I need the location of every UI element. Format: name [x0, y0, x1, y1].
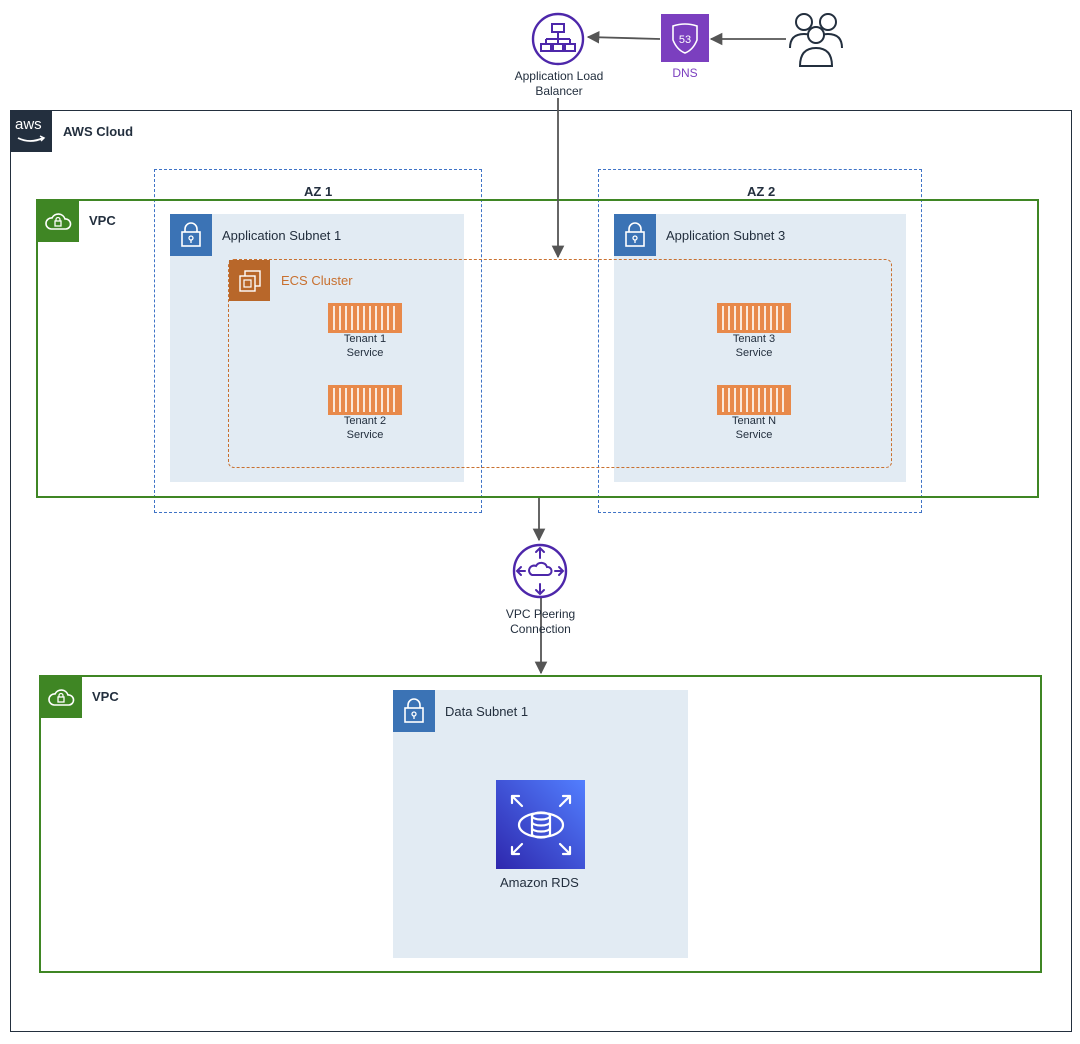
vpc-cloud-lock-icon [48, 689, 75, 706]
app-subnet-3 [614, 214, 906, 482]
database-icon [510, 794, 571, 855]
vpc-app-label: VPC [89, 213, 116, 228]
lock-icon [181, 222, 201, 247]
vpc-peering-label: VPC Peering Connection [505, 607, 576, 636]
lock-icon [625, 222, 645, 247]
tenant-1-line1: Tenant 1 [343, 333, 387, 345]
svg-text:53: 53 [679, 34, 691, 46]
route53-box: 53 [661, 14, 709, 62]
vpc-peering-icon [512, 543, 568, 599]
subnet1-badge [170, 214, 212, 256]
alb-icon [531, 12, 585, 66]
app-subnet-1-label: Application Subnet 1 [222, 228, 342, 243]
aws-cloud-label: AWS Cloud [63, 124, 134, 139]
az1-label: AZ 1 [304, 184, 333, 199]
tenant-2-line1: Tenant 2 [343, 415, 387, 427]
data-subnet-1-label: Data Subnet 1 [445, 704, 529, 719]
vpc-cloud-lock-icon [45, 213, 72, 230]
az2-group [598, 169, 922, 513]
aws-cloud-group [10, 110, 1072, 1032]
tenant-n-line2: Service [735, 429, 773, 441]
container-icon [328, 303, 402, 333]
vpc-data-group [39, 675, 1042, 973]
container-icon [717, 303, 791, 333]
vpc-data-label: VPC [92, 689, 119, 704]
dns-to-alb-arrow [586, 31, 661, 44]
vpc-app-badge [37, 200, 79, 242]
aws-logo-text: aws [15, 116, 42, 133]
dns-label: DNS [672, 66, 698, 80]
tenant-3-line1: Tenant 3 [732, 333, 776, 345]
vpc-app-group [36, 199, 1039, 498]
vpc-data-badge [40, 676, 82, 718]
users-icon [789, 13, 843, 67]
ecs-cluster-label: ECS Cluster [281, 273, 353, 288]
subnet3-badge [614, 214, 656, 256]
app-subnet-1 [170, 214, 464, 482]
data-subnet-badge [393, 690, 435, 732]
route53-shield-icon: 53 [672, 23, 698, 54]
az1-group [154, 169, 482, 513]
tenant-3-label: Tenant 3 Service [704, 332, 804, 360]
ecs-badge [229, 260, 270, 301]
az2-label: AZ 2 [747, 184, 776, 199]
tenant-2-label: Tenant 2 Service [315, 414, 415, 442]
tenant-n-line1: Tenant N [731, 415, 777, 427]
ecs-cluster-group [228, 259, 892, 468]
container-icon [328, 385, 402, 415]
tenant-2-line2: Service [346, 429, 384, 441]
tenant-3-line2: Service [735, 347, 773, 359]
container-icon [717, 385, 791, 415]
aws-logo: aws [10, 110, 52, 152]
tenant-1-label: Tenant 1 Service [315, 332, 415, 360]
rds-label: Amazon RDS [500, 875, 579, 890]
lock-icon [404, 698, 424, 723]
tenant-n-label: Tenant N Service [704, 414, 804, 442]
rds-box [496, 780, 585, 869]
alb-label: Application Load Balancer [514, 69, 604, 98]
tenant-1-line2: Service [346, 347, 384, 359]
ecs-chip-icon [238, 269, 261, 292]
app-subnet-3-label: Application Subnet 3 [666, 228, 786, 243]
